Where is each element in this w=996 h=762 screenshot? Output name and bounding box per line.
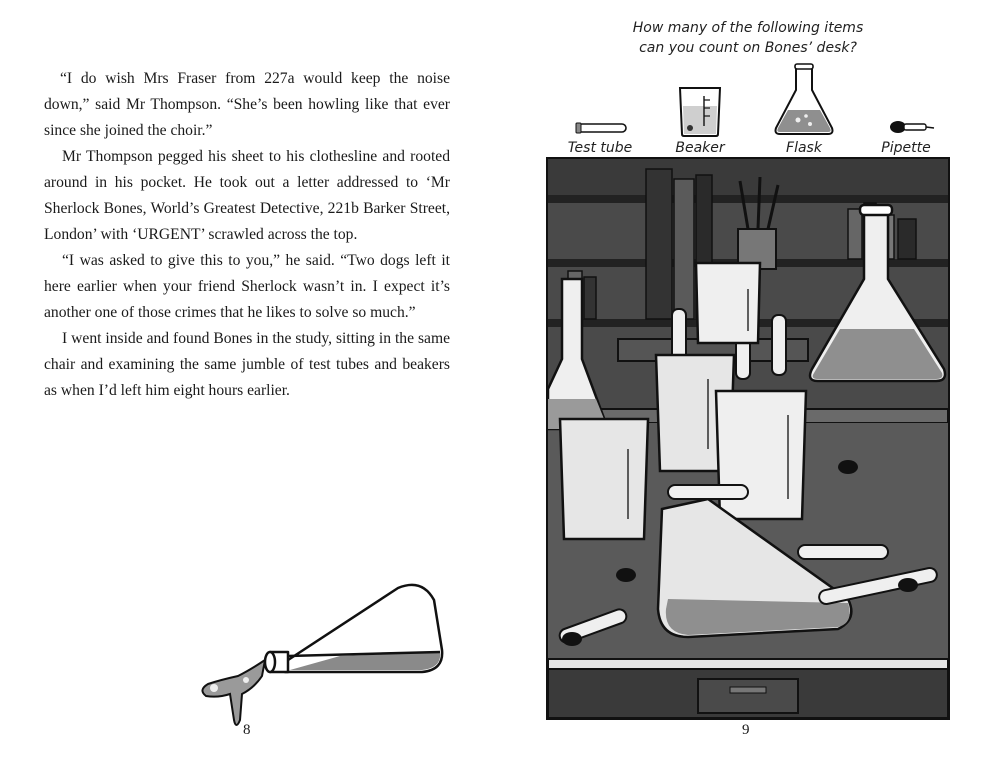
puzzle-question-line-1: How many of the following items	[632, 20, 864, 36]
legend-label-beaker: Beaker	[675, 140, 725, 156]
paragraph-1: “I do wish Mrs Fraser from 227a would ke…	[44, 70, 450, 139]
spilled-flask-illustration	[201, 583, 444, 726]
legend-pipette: Pipette	[864, 116, 948, 156]
laboratory-scene	[548, 159, 948, 718]
laboratory-desk-illustration	[546, 157, 950, 720]
legend-label-test-tube: Test tube	[567, 140, 633, 156]
left-page: “I do wish Mrs Fraser from 227a would ke…	[44, 66, 450, 738]
paragraph-3: “I was asked to give this to you,” he sa…	[44, 252, 450, 321]
flask-icon	[774, 63, 834, 135]
legend-flask: Flask	[762, 62, 846, 156]
pipette-icon	[890, 121, 935, 133]
right-page: How many of the following items can you …	[498, 0, 996, 762]
puzzle-question-line-2: can you count on Bones’ desk?	[639, 40, 857, 56]
page-number-right: 9	[742, 722, 750, 738]
test-tube-icon	[575, 122, 627, 134]
legend-beaker: Beaker	[658, 84, 742, 156]
puzzle-question: How many of the following items can you …	[598, 18, 898, 58]
beaker-icon	[678, 87, 722, 137]
legend-test-tube: Test tube	[558, 118, 642, 156]
story-text: “I do wish Mrs Fraser from 227a would ke…	[44, 66, 450, 404]
legend-label-pipette: Pipette	[881, 140, 931, 156]
item-legend: Test tube Beaker Flask	[558, 60, 958, 156]
paragraph-4: I went inside and found Bones in the stu…	[44, 330, 450, 399]
page-number-left: 8	[243, 722, 251, 738]
legend-label-flask: Flask	[786, 140, 822, 156]
paragraph-2: Mr Thompson pegged his sheet to his clot…	[44, 148, 450, 243]
